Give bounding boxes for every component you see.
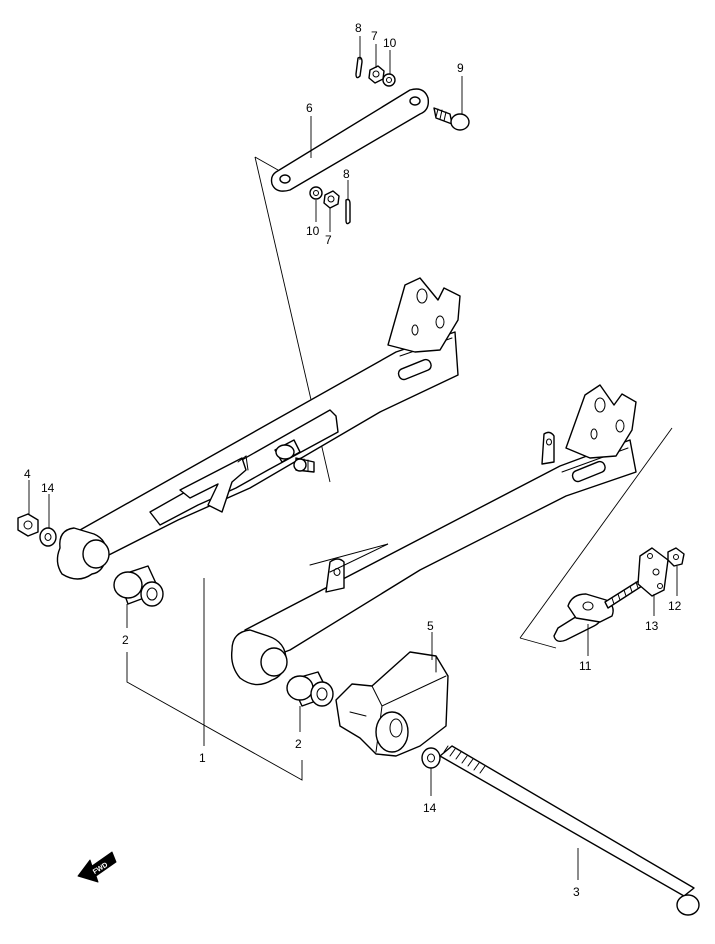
pivot-shaft [439,745,700,916]
callout-2-right: 2 [295,737,302,751]
callout-2-left: 2 [122,633,129,647]
callout-3: 3 [573,885,580,899]
nut-4 [17,513,39,537]
nut-7-upper [368,65,385,84]
callout-11: 11 [579,659,592,673]
callout-1: 1 [199,751,206,765]
callout-7-upper: 7 [371,29,378,43]
callout-10-lower: 10 [306,224,320,238]
bushing-left [113,565,164,607]
brake-stay-tab [541,431,555,465]
callout-8-lower: 8 [343,167,350,181]
cotter-pin-8-lower [345,198,351,225]
nut-12 [667,547,685,567]
washer-14-right [421,747,441,769]
torque-link-hole-lower [279,174,291,184]
callout-14-right: 14 [423,801,437,815]
adjuster-assembly [519,427,685,649]
bolt-9-thread [435,108,447,122]
shock-mount-gusset [179,457,247,513]
cotter-pin-8-upper [355,56,363,79]
callout-8-upper: 8 [355,21,362,35]
washer-14-left [39,527,57,547]
torque-link-plate [270,88,430,192]
axle-slot-right [571,460,606,483]
callout-13: 13 [645,619,659,633]
axle-slot-left [397,358,432,381]
swingarm [56,277,637,686]
washer-10-lower [309,186,323,200]
axle-bracket-left [387,277,461,353]
axle-bracket-right [565,384,637,459]
leader-lines [28,36,678,880]
callout-9: 9 [457,61,464,75]
callout-labels: 8 7 10 9 6 8 10 7 4 14 2 1 2 5 14 3 11 1… [24,21,682,899]
washer-10-upper [382,73,396,87]
bolt-9-head [450,113,470,131]
callout-10-upper: 10 [383,36,397,50]
adjuster-guide-line-a [519,427,673,639]
pivot-shaft-head [676,894,700,916]
adjuster-block-11 [567,593,614,623]
forward-arrow-icon: FWD [77,851,117,883]
torque-link-guide-top [254,156,279,171]
nut-7-lower [323,190,340,209]
chain-adjuster-cover [335,651,449,757]
torque-link-hole-upper [409,96,421,106]
callout-7-lower: 7 [325,233,332,247]
callout-14-left: 14 [41,481,55,495]
callout-4: 4 [24,467,31,481]
callout-12: 12 [668,599,682,613]
callout-6: 6 [306,101,313,115]
pivot-shaft-thread [443,745,486,774]
bushing-right [286,671,334,707]
adjuster-guide-line-b [519,637,557,649]
callout-5: 5 [427,619,434,633]
